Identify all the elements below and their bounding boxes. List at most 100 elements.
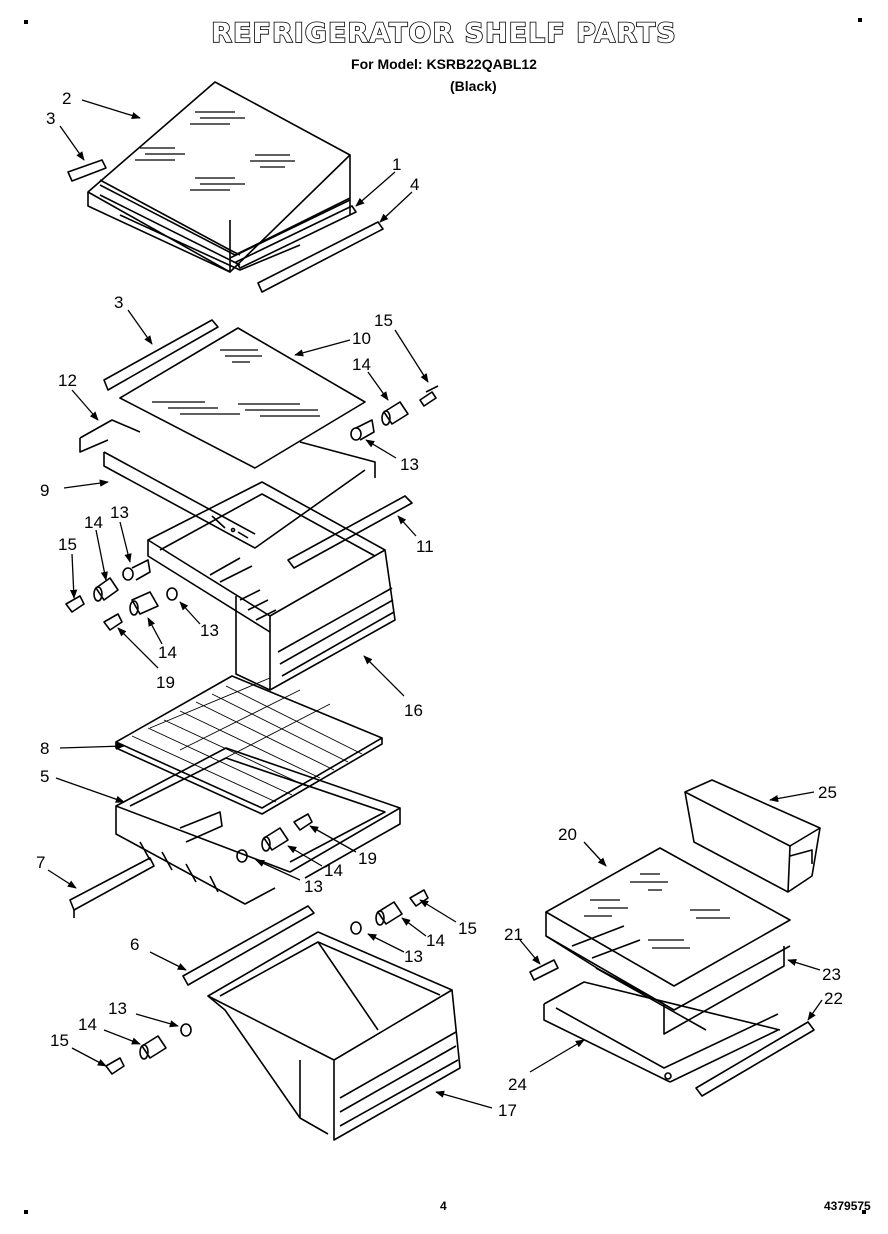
callout-13: 13	[304, 877, 323, 896]
roller-14-mid	[129, 591, 159, 616]
callout-14: 14	[426, 931, 445, 950]
leader-12	[71, 389, 99, 421]
leader-24	[529, 1039, 585, 1073]
document-number: 4379575	[824, 1199, 871, 1213]
leader-19a	[117, 627, 159, 669]
leader-2	[81, 99, 141, 120]
shelf-trim-6	[182, 905, 315, 986]
leader-1	[355, 171, 396, 207]
callout-3: 3	[46, 109, 55, 128]
leader-3a	[59, 125, 85, 161]
callout-11: 11	[416, 537, 434, 556]
callout-13: 13	[110, 503, 129, 522]
callout-7: 7	[36, 853, 45, 872]
leader-13c	[179, 601, 201, 625]
callout-25: 25	[818, 783, 837, 802]
callout-13: 13	[108, 999, 127, 1018]
callout-15: 15	[374, 311, 393, 330]
top-glass-shelf	[87, 81, 351, 273]
leader-13d	[255, 859, 301, 881]
callout-21: 21	[504, 925, 523, 944]
roller-14-left	[93, 577, 119, 602]
corner-mark	[24, 20, 28, 24]
leader-11	[397, 515, 417, 537]
leader-15c	[419, 899, 457, 923]
axle-13-top	[350, 419, 375, 441]
leader-14b	[95, 529, 108, 581]
leader-19b	[309, 825, 357, 853]
shelf-frame-9	[79, 419, 376, 549]
callout-13: 13	[404, 947, 423, 966]
color-variant: (Black)	[450, 78, 497, 94]
callout-15: 15	[58, 535, 77, 554]
axle-13-left	[122, 559, 151, 581]
axle-13-bottom	[180, 1023, 192, 1037]
leader-14c	[147, 617, 163, 645]
leader-14e	[401, 917, 427, 937]
leader-6	[149, 951, 187, 971]
leader-21	[519, 939, 541, 965]
top-shelf-side-rail	[99, 179, 241, 266]
screw-15-lower-right	[409, 889, 429, 907]
leader-14f	[103, 1029, 141, 1045]
shelf-trim-3-second	[103, 319, 219, 391]
leader-5	[55, 777, 125, 803]
callout-3: 3	[114, 293, 123, 312]
leader-13f	[135, 1013, 179, 1028]
shelf-trim-right-4	[257, 221, 384, 293]
leader-16	[363, 655, 405, 697]
axle-13-lower-right	[350, 921, 362, 935]
handle-21	[529, 959, 559, 981]
callout-14: 14	[324, 861, 343, 880]
glass-shelf-10	[119, 327, 366, 469]
leader-15b	[69, 553, 78, 599]
leader-14d	[287, 845, 323, 867]
leader-14a	[367, 371, 389, 401]
leader-8	[59, 742, 125, 750]
axle-13-center	[236, 849, 248, 863]
slide-rail-22	[695, 1021, 815, 1097]
model-subtitle: For Model: KSRB22QABL12	[351, 56, 537, 72]
roller-14-center	[261, 827, 289, 852]
leader-13e	[367, 933, 405, 953]
callout-16: 16	[404, 701, 423, 720]
roller-14-bottom	[139, 1035, 167, 1060]
callout-13: 13	[400, 455, 419, 474]
leader-15a	[394, 329, 429, 383]
screw-15-bottom	[105, 1057, 125, 1075]
corner-mark	[862, 1210, 866, 1214]
shelf-frame-23	[545, 912, 791, 1035]
side-rail-7	[69, 857, 155, 918]
crisper-drawer-16	[147, 481, 396, 691]
callout-14: 14	[158, 643, 177, 662]
callout-8: 8	[40, 739, 49, 758]
axle-13-mid	[166, 587, 178, 601]
lower-drawer-17	[207, 931, 461, 1141]
callout-13: 13	[200, 621, 219, 640]
shelf-trim-right-1	[235, 205, 357, 269]
door-bin-25	[684, 779, 821, 893]
leader-13a	[365, 439, 397, 459]
callout-1: 1	[392, 155, 401, 174]
screw-19-center	[293, 813, 313, 831]
leader-23	[787, 958, 821, 971]
corner-mark	[858, 18, 862, 22]
leader-25	[769, 791, 815, 803]
callout-22: 22	[824, 989, 843, 1008]
shelf-frame-5	[115, 747, 401, 905]
callout-19: 19	[156, 673, 175, 692]
leader-7	[47, 869, 77, 889]
screw-15-left	[65, 595, 85, 613]
leader-22	[807, 999, 823, 1021]
leader-13b	[119, 521, 132, 563]
callout-23: 23	[822, 965, 841, 984]
callout-12: 12	[58, 371, 77, 390]
callout-15: 15	[458, 919, 477, 938]
callout-5: 5	[40, 767, 49, 786]
callout-2: 2	[62, 89, 71, 108]
page-title: REFRIGERATOR SHELF PARTS	[210, 17, 677, 50]
roller-14-lower-right	[375, 901, 403, 926]
callout-14: 14	[78, 1015, 97, 1034]
leader-4	[379, 191, 413, 223]
